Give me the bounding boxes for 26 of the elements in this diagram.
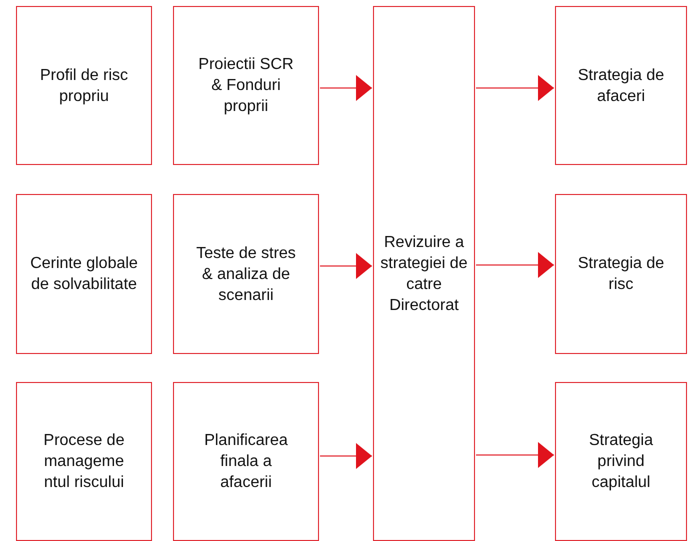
arrow [320, 253, 372, 279]
box-label: Procese de manageme ntul riscului [42, 431, 126, 493]
box-label: Cerinte globale de solvabilitate [29, 254, 139, 295]
box-label: Planificarea finala a afacerii [203, 431, 289, 493]
process-box [555, 194, 687, 354]
process-box [173, 6, 319, 165]
box-label: Strategia de afaceri [576, 66, 666, 106]
arrow [476, 252, 554, 278]
process-box [555, 6, 687, 165]
arrow [320, 443, 372, 469]
arrow [320, 75, 372, 101]
process-box [173, 194, 319, 354]
process-box [555, 382, 687, 541]
box-label: Strategia privind capitalul [588, 431, 654, 493]
process-box [16, 382, 152, 541]
box-label: Teste de stres & analiza de scenarii [196, 244, 296, 306]
box-label: Proiectii SCR & Fonduri proprii [197, 55, 295, 117]
process-box [16, 194, 152, 354]
box-label: Profil de risc propriu [38, 66, 130, 106]
box-label: Revizuire a strategiei de catre Directorat [379, 232, 469, 316]
arrow [476, 442, 554, 468]
box-label: Strategia de risc [576, 254, 666, 295]
process-box [173, 382, 319, 541]
arrow [476, 75, 554, 101]
process-box [373, 6, 475, 541]
process-box [16, 6, 152, 165]
